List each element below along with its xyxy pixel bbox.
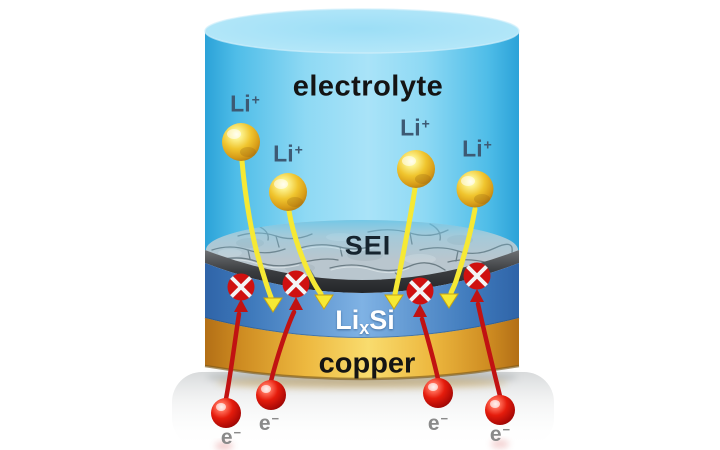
electron-label: e− bbox=[221, 426, 241, 448]
electron-flow-arrow bbox=[419, 316, 441, 382]
li-arrowhead-icon bbox=[314, 294, 334, 310]
electron-label-sup: − bbox=[440, 410, 449, 426]
li-ion-label: Li+ bbox=[273, 140, 303, 167]
li-ion-sphere bbox=[269, 173, 307, 211]
li-ion-label-base: Li bbox=[230, 90, 251, 117]
electron-sphere bbox=[485, 395, 515, 425]
electrolyte-label: electrolyte bbox=[292, 70, 444, 103]
blocked-electron-icons bbox=[227, 262, 491, 305]
li-ion-sphere bbox=[397, 150, 435, 188]
lixsi-label-li: Li bbox=[335, 305, 360, 335]
electron-label: e− bbox=[428, 412, 448, 434]
li-ion-label-base: Li bbox=[462, 135, 483, 162]
li-flow-arrow bbox=[448, 206, 478, 296]
electron-label-sup: − bbox=[502, 421, 511, 437]
copper-label: copper bbox=[318, 347, 416, 380]
li-ion-label: Li+ bbox=[462, 135, 492, 162]
lixsi-label-sub: x bbox=[359, 318, 370, 338]
electron-label-sup: − bbox=[233, 424, 242, 440]
electrolyte-cylinder bbox=[204, 8, 520, 280]
li-ion-label-sup: + bbox=[294, 141, 303, 158]
li-ion-label-base: Li bbox=[400, 114, 421, 141]
li-arrowhead-icon bbox=[439, 293, 459, 309]
li-ion-label-sup: + bbox=[251, 91, 260, 108]
electron-flow-arrow bbox=[268, 309, 297, 384]
electron-sphere bbox=[423, 378, 453, 408]
li-ion-sphere bbox=[456, 170, 494, 208]
li-ion-label: Li+ bbox=[400, 114, 430, 141]
blocked-electron-icon bbox=[227, 273, 255, 301]
lixsi-label: LixSi bbox=[335, 305, 395, 338]
lixsi-label-si: Si bbox=[369, 305, 395, 335]
electron-spheres bbox=[211, 378, 515, 428]
electron-sphere bbox=[211, 398, 241, 428]
electron-label: e− bbox=[490, 423, 510, 445]
electron-label-sup: − bbox=[271, 410, 280, 426]
electron-flow-arrows bbox=[223, 289, 503, 402]
li-arrowhead-icon bbox=[263, 297, 283, 313]
electron-label-base: e bbox=[220, 426, 233, 450]
li-flow-arrow bbox=[239, 158, 274, 300]
li-flow-arrows bbox=[239, 158, 478, 313]
blocked-electron-icon bbox=[406, 277, 434, 305]
electron-arrowhead-icon bbox=[289, 297, 303, 310]
li-ion-label-sup: + bbox=[421, 115, 430, 132]
electron-flow-arrow bbox=[475, 301, 503, 399]
electron-label-base: e bbox=[258, 412, 271, 436]
electron-label-base: e bbox=[489, 423, 502, 447]
li-ion-label-base: Li bbox=[273, 140, 294, 167]
li-ion-label: Li+ bbox=[230, 90, 260, 117]
blocked-electron-icon bbox=[282, 270, 310, 298]
li-flow-arrow bbox=[286, 208, 324, 297]
electron-arrowhead-icon bbox=[470, 289, 484, 302]
sei-label: SEI bbox=[344, 230, 392, 261]
electron-arrowhead-icon bbox=[234, 299, 248, 312]
li-ion-sphere bbox=[222, 123, 260, 161]
li-arrowhead-icon bbox=[384, 294, 404, 310]
electron-flow-arrow bbox=[223, 311, 242, 402]
electron-label-base: e bbox=[427, 412, 440, 436]
li-ion-spheres bbox=[222, 123, 494, 211]
li-ion-label-sup: + bbox=[483, 136, 492, 153]
electron-sphere bbox=[256, 380, 286, 410]
electron-arrowhead-icon bbox=[413, 304, 427, 317]
blocked-electron-icon bbox=[463, 262, 491, 290]
li-flow-arrow bbox=[392, 185, 418, 297]
electron-label: e− bbox=[259, 412, 279, 434]
